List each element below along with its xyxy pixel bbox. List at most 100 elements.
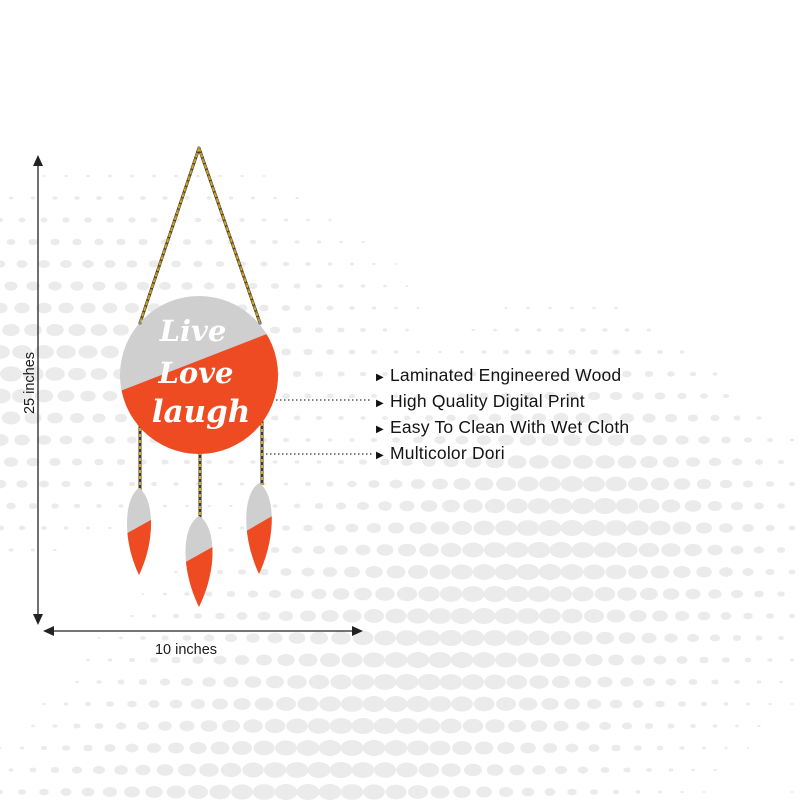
halftone-dot bbox=[754, 459, 764, 465]
halftone-dot bbox=[373, 674, 397, 690]
halftone-dot bbox=[136, 281, 150, 291]
halftone-dot bbox=[370, 349, 378, 355]
halftone-dot bbox=[406, 652, 430, 668]
halftone-dot bbox=[351, 718, 375, 734]
halftone-dot bbox=[159, 678, 171, 686]
halftone-dot bbox=[687, 414, 699, 422]
halftone-dot bbox=[59, 435, 73, 445]
halftone-dot bbox=[347, 480, 357, 488]
halftone-dot bbox=[270, 546, 280, 554]
halftone-dot bbox=[202, 677, 216, 687]
halftone-dot bbox=[145, 785, 163, 799]
halftone-dot bbox=[687, 633, 699, 643]
halftone-dot bbox=[38, 260, 50, 268]
halftone-dot bbox=[148, 260, 160, 268]
halftone-dot bbox=[274, 784, 298, 800]
halftone-dot bbox=[138, 678, 148, 686]
halftone-dot bbox=[562, 653, 582, 667]
halftone-dot bbox=[590, 349, 598, 355]
halftone-dot bbox=[140, 636, 146, 640]
halftone-dot bbox=[68, 324, 86, 336]
halftone-dot bbox=[181, 677, 193, 687]
halftone-dot bbox=[192, 656, 204, 664]
halftone-dot bbox=[395, 718, 419, 734]
halftone-dot bbox=[239, 482, 245, 486]
halftone-dot bbox=[363, 652, 385, 668]
halftone-dot bbox=[617, 587, 637, 601]
halftone-dot bbox=[86, 658, 90, 662]
halftone-dot bbox=[118, 636, 124, 640]
halftone-dot bbox=[680, 790, 684, 794]
halftone-dot bbox=[293, 503, 301, 509]
halftone-dot bbox=[599, 721, 611, 731]
halftone-dot bbox=[280, 568, 292, 576]
halftone-dot bbox=[118, 504, 124, 508]
halftone-dot bbox=[712, 372, 718, 376]
halftone-dot bbox=[126, 260, 138, 268]
halftone-dot bbox=[188, 785, 208, 799]
halftone-dot bbox=[0, 434, 9, 446]
halftone-dot bbox=[730, 545, 744, 555]
halftone-dot bbox=[540, 653, 560, 667]
halftone-dot bbox=[359, 459, 367, 465]
halftone-dot bbox=[249, 239, 257, 245]
halftone-dot bbox=[420, 500, 438, 512]
halftone-dot bbox=[416, 306, 420, 310]
halftone-dot bbox=[600, 766, 610, 774]
halftone-dot bbox=[130, 614, 134, 618]
halftone-dot bbox=[472, 564, 496, 580]
halftone-dot bbox=[616, 542, 638, 558]
halftone-dot bbox=[413, 436, 423, 444]
halftone-dot bbox=[395, 630, 419, 646]
halftone-dot bbox=[483, 542, 507, 558]
halftone-dot bbox=[308, 674, 330, 690]
halftone-dot bbox=[438, 350, 442, 354]
halftone-dot bbox=[730, 501, 744, 511]
halftone-dot bbox=[520, 742, 536, 754]
halftone-dot bbox=[544, 788, 556, 796]
halftone-dot bbox=[498, 434, 514, 446]
halftone-dot bbox=[291, 546, 303, 554]
halftone-dot bbox=[375, 587, 395, 601]
halftone-dot bbox=[378, 501, 392, 511]
halftone-dot bbox=[455, 435, 469, 445]
halftone-dot bbox=[285, 762, 309, 778]
halftone-dot bbox=[483, 630, 507, 646]
halftone-dot bbox=[184, 592, 190, 596]
halftone-dot bbox=[162, 504, 168, 508]
halftone-dot bbox=[724, 746, 728, 750]
halftone-dot bbox=[270, 283, 280, 289]
halftone-dot bbox=[549, 542, 573, 558]
halftone-dot bbox=[57, 390, 75, 402]
halftone-dot bbox=[213, 655, 227, 665]
halftone-dot bbox=[494, 608, 518, 624]
halftone-dot bbox=[404, 372, 410, 376]
halftone-dot bbox=[340, 696, 364, 712]
halftone-dot bbox=[719, 479, 733, 489]
halftone-dot bbox=[765, 481, 775, 487]
halftone-dot bbox=[293, 283, 301, 289]
halftone-dot bbox=[277, 653, 295, 667]
halftone-dot bbox=[216, 217, 224, 223]
halftone-dot bbox=[18, 217, 26, 223]
halftone-dot bbox=[92, 281, 106, 291]
halftone-dot bbox=[653, 655, 667, 665]
halftone-dot bbox=[539, 608, 561, 624]
halftone-dot bbox=[107, 658, 113, 662]
halftone-dot bbox=[495, 652, 517, 668]
halftone-dot bbox=[528, 630, 550, 646]
halftone-dot bbox=[564, 698, 580, 710]
halftone-dot bbox=[140, 196, 146, 200]
halftone-dot bbox=[352, 630, 374, 646]
halftone-dot bbox=[643, 677, 655, 687]
halftone-dot bbox=[254, 697, 274, 711]
halftone-dot bbox=[608, 654, 624, 666]
halftone-dot bbox=[735, 724, 739, 728]
halftone-dot bbox=[389, 479, 403, 489]
halftone-dot bbox=[97, 637, 101, 639]
halftone-dot bbox=[721, 436, 731, 444]
halftone-dot bbox=[24, 412, 42, 424]
halftone-dot bbox=[212, 698, 228, 710]
halftone-dot bbox=[531, 413, 547, 423]
halftone-dot bbox=[329, 718, 353, 734]
